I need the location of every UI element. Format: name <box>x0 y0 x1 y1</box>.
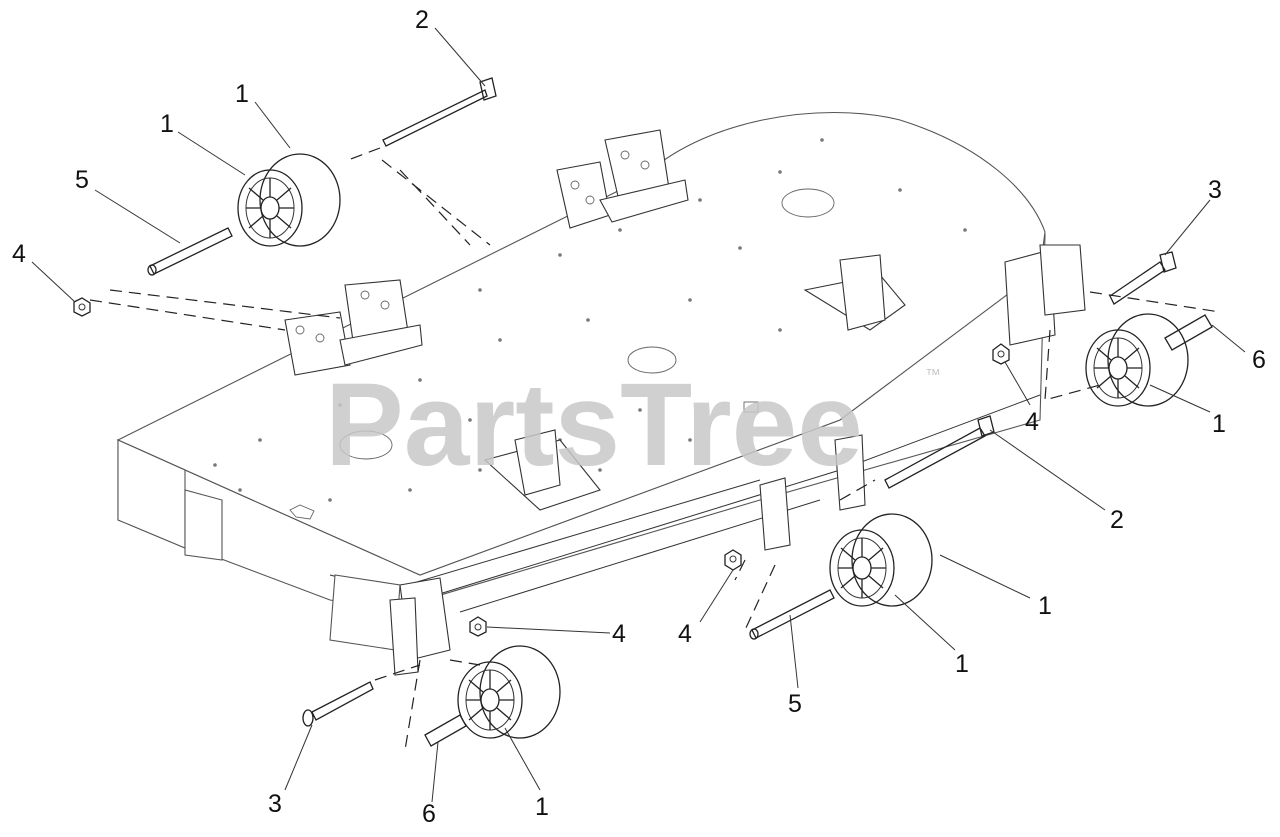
callout-spacer-right: 6 <box>1252 346 1266 374</box>
hardware <box>73 77 1213 747</box>
leader-lines <box>31 27 1246 803</box>
callout-bolt-top: 2 <box>415 6 429 34</box>
callout-nut-left: 4 <box>12 240 26 268</box>
callout-roller-rear-inner: 1 <box>160 110 174 138</box>
callout-bolt-front-left: 3 <box>268 790 282 818</box>
callout-nut-front-right: 4 <box>678 620 692 648</box>
roller-wheel-front-right <box>829 513 933 607</box>
callout-bolt-right: 3 <box>1208 176 1222 204</box>
callout-shaft-left: 5 <box>75 166 89 194</box>
callout-labels: 2 1 1 5 4 3 6 4 1 2 1 1 4 4 5 3 6 1 <box>12 6 1266 828</box>
callout-roller-front-right-inner: 1 <box>955 650 969 678</box>
deck-openings <box>289 188 835 520</box>
roller-wheel-rear-left <box>237 153 341 247</box>
callout-nut-right: 4 <box>1025 408 1039 436</box>
callout-nut-front-center: 4 <box>612 620 626 648</box>
deck-brackets <box>284 129 1086 676</box>
callout-roller-rear-outer: 1 <box>235 80 249 108</box>
mower-deck <box>116 111 1046 651</box>
assembly-alignment-lines <box>89 147 1221 751</box>
deck-bolt-holes <box>213 138 967 502</box>
parts-tree-watermark: PartsTree <box>325 359 863 491</box>
roller-wheel-rear-right <box>1085 313 1189 407</box>
callout-spacer-front-left: 6 <box>422 800 436 828</box>
callout-roller-right: 1 <box>1212 410 1226 438</box>
callout-roller-front-right-outer: 1 <box>1038 592 1052 620</box>
callout-bolt-right-long: 2 <box>1110 506 1124 534</box>
roller-wheel-front-left <box>457 645 561 739</box>
trademark-symbol: ™ <box>925 367 941 384</box>
callout-roller-front-left: 1 <box>535 793 549 821</box>
callout-shaft-front-right: 5 <box>788 690 802 718</box>
